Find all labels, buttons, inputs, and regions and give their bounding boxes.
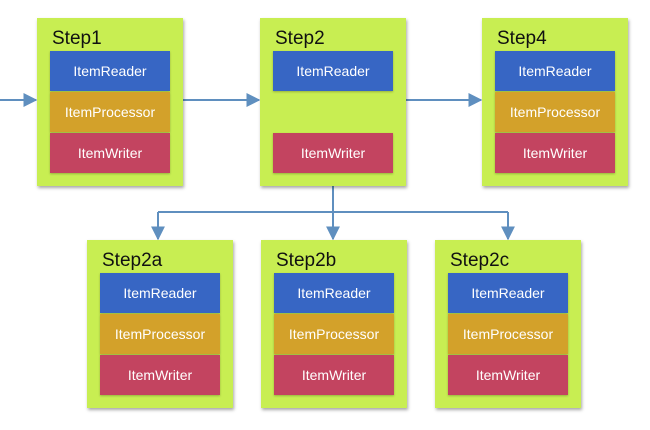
step2b-item-reader: ItemReader	[274, 273, 394, 313]
step2b-item-writer: ItemWriter	[274, 355, 394, 395]
step1-item-reader: ItemReader	[50, 51, 170, 91]
step2c-item-reader: ItemReader	[448, 273, 568, 313]
step2b-item-processor: ItemProcessor	[274, 314, 394, 354]
step2c-item-writer: ItemWriter	[448, 355, 568, 395]
step4-item-writer: ItemWriter	[495, 133, 615, 173]
step2-item-writer: ItemWriter	[273, 133, 393, 173]
step1-item-writer: ItemWriter	[50, 133, 170, 173]
step2-title: Step2	[275, 28, 325, 49]
step2c-item-processor: ItemProcessor	[448, 314, 568, 354]
step4-item-processor: ItemProcessor	[495, 92, 615, 132]
step2b-title: Step2b	[276, 250, 337, 271]
step2a-title: Step2a	[102, 250, 163, 271]
step2-item-reader: ItemReader	[273, 51, 393, 91]
step4-title: Step4	[497, 28, 547, 49]
step1-title: Step1	[52, 28, 102, 49]
step4-item-reader: ItemReader	[495, 51, 615, 91]
step1-item-processor: ItemProcessor	[50, 92, 170, 132]
step2a-item-processor: ItemProcessor	[100, 314, 220, 354]
step2c-title: Step2c	[450, 250, 510, 271]
step2a-item-writer: ItemWriter	[100, 355, 220, 395]
step2a-item-reader: ItemReader	[100, 273, 220, 313]
